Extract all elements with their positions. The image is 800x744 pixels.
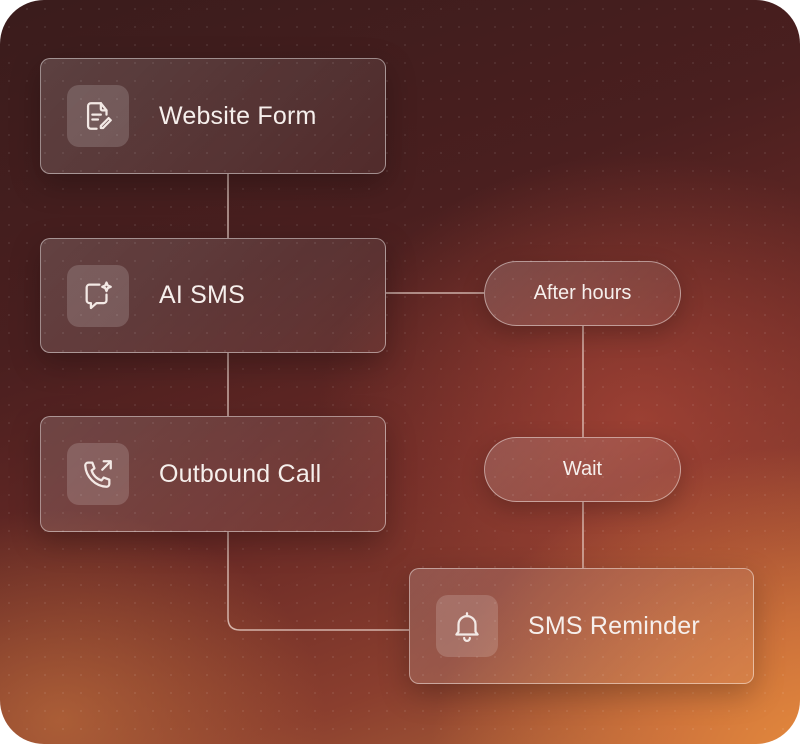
node-outbound-call[interactable]: Outbound Call [40,416,386,532]
node-website-form[interactable]: Website Form [40,58,386,174]
ai-sms-icon-tile [67,264,129,327]
connector-call-to-reminder [227,532,409,631]
ai-sms-label: AI SMS [159,281,245,309]
bell-icon [455,612,479,642]
wait-label: Wait [562,458,603,480]
website-form-label: Website Form [159,101,317,130]
node-ai-sms[interactable]: AI SMS [40,238,386,353]
after-hours-label: After hours [533,282,632,304]
condition-wait[interactable]: Wait [484,437,681,502]
sms-reminder-icon-tile [436,595,498,657]
chat-sparkle-icon [85,280,112,309]
condition-after-hours[interactable]: After hours [484,261,681,326]
outbound-call-icon-tile [67,443,129,505]
website-form-icon-tile [67,85,129,147]
node-sms-reminder[interactable]: SMS Reminder [409,568,754,684]
form-edit-icon [86,102,112,130]
phone-outgoing-icon [84,460,112,488]
outbound-call-label: Outbound Call [159,459,322,488]
sms-reminder-label: SMS Reminder [528,611,700,640]
